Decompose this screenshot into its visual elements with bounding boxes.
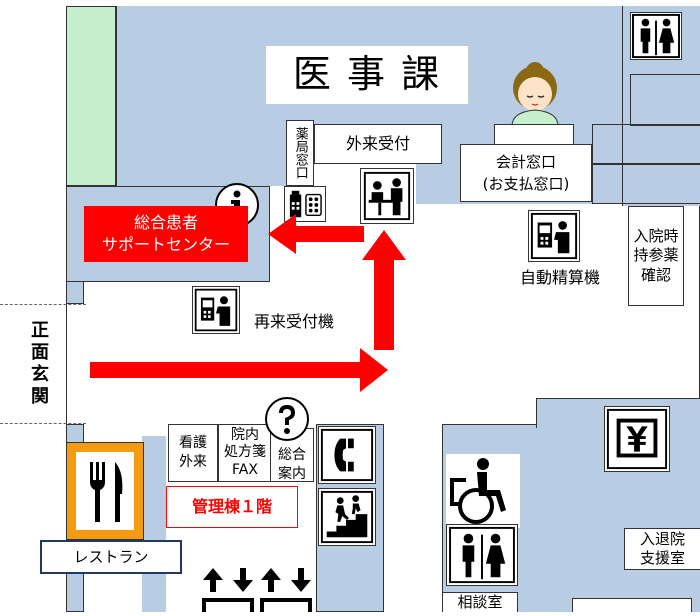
receptionist-icon	[498, 60, 572, 127]
auto-payment-machine-label: 自動精算機	[520, 268, 601, 287]
kiosk-icon-2	[192, 286, 240, 334]
reception-desk-icon	[360, 168, 414, 224]
pharmacy-window-label: 薬局窓口	[286, 120, 314, 186]
consultation-room-label: 相談室	[442, 592, 518, 612]
wheelchair-icon	[446, 454, 520, 528]
atm-yen-icon	[604, 406, 670, 472]
patient-support-center-label: 総合患者 サポートセンター	[84, 206, 248, 262]
restroom-icon	[446, 524, 518, 586]
admin-building-1f-label: 管理棟１階	[166, 486, 298, 528]
room-left-strip	[66, 282, 84, 304]
admission-discharge-support-label: 入退院 支援室	[624, 528, 700, 570]
telephone-icon	[318, 426, 376, 484]
nursing-outpatient-label: 看護 外来	[168, 424, 218, 482]
outpatient-reception-label: 外来受付	[314, 124, 442, 164]
admission-medicine-check-label: 入院時 持参薬 確認	[628, 206, 684, 306]
entrance-dashes	[0, 304, 86, 424]
accounting-window-label: 会計窓口 (お支払窓口)	[460, 144, 592, 202]
restaurant-label: レストラン	[40, 540, 182, 574]
garden-strip	[66, 6, 116, 186]
room-bottom-box	[572, 598, 692, 612]
prescription-fax-label: 院内 処方箋 FAX	[218, 424, 272, 482]
medicine-icon	[284, 186, 326, 222]
cutlery-icon	[72, 448, 138, 534]
main-entrance-label: 正 面 玄 関	[31, 320, 49, 407]
room-restaurant-area	[142, 436, 166, 612]
partition-right-1	[630, 74, 700, 126]
elevator-icon	[200, 566, 256, 612]
partition-right-2	[592, 124, 700, 164]
partition-right-3	[592, 164, 700, 204]
kiosk-icon	[528, 210, 580, 262]
question-icon	[264, 396, 310, 442]
restroom-icon-2	[630, 12, 682, 60]
stairs-icon	[318, 488, 376, 546]
medical-affairs-label: 医 事 課	[266, 46, 468, 104]
room-top-middle	[116, 120, 286, 186]
return-reception-machine-label: 再来受付機	[254, 312, 335, 331]
elevator-icon-2	[258, 566, 314, 612]
